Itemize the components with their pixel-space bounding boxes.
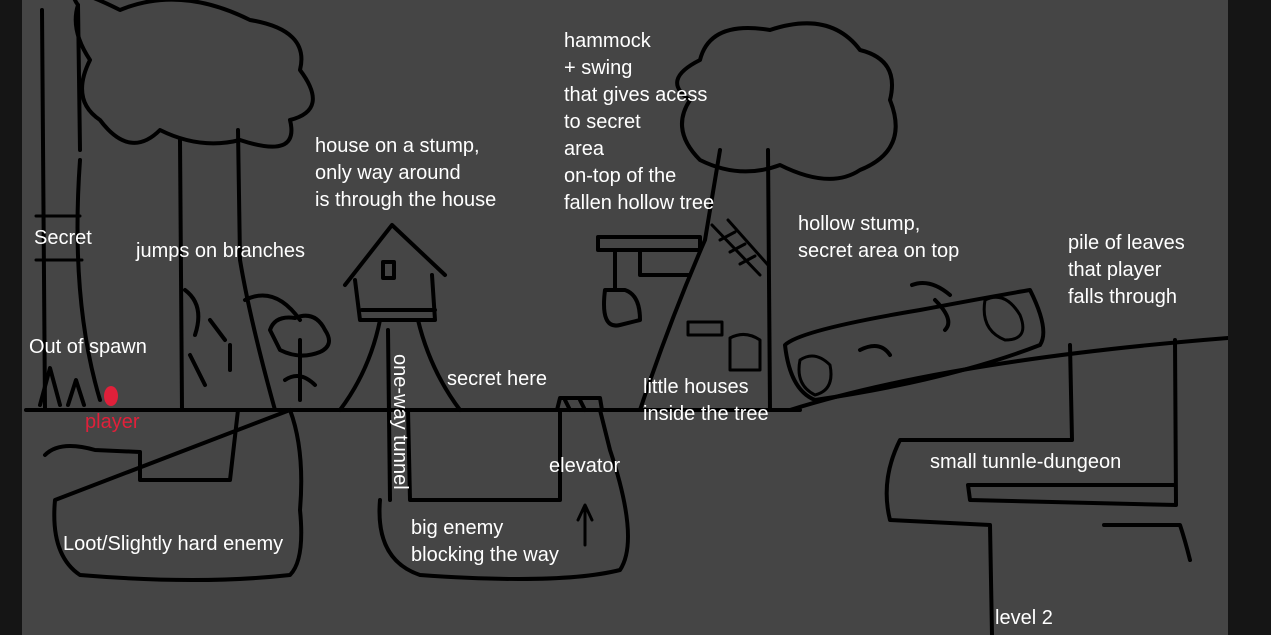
label-hammock: hammock + swing that gives acess to secr… <box>564 28 714 217</box>
big-tree-branches <box>185 290 300 385</box>
label-elevator: elevator <box>549 453 620 480</box>
leaves-pit <box>887 340 1190 635</box>
label-one-way-tunnel: one-way tunnel <box>386 354 413 490</box>
label-secret-here: secret here <box>447 366 547 393</box>
label-little-houses: little houses inside the tree <box>643 374 769 428</box>
label-secret: Secret <box>34 225 92 252</box>
player-marker <box>102 384 120 408</box>
label-level-2: level 2 <box>995 605 1053 632</box>
label-house-stump: house on a stump, only way around is thr… <box>315 133 496 214</box>
label-player: player <box>85 409 139 436</box>
sketch-canvas: hammock + swing that gives acess to secr… <box>22 0 1228 635</box>
elevator-platform <box>557 398 602 410</box>
big-tree-trunk <box>180 130 275 410</box>
hill-slope <box>790 338 1228 410</box>
big-tree-canopy <box>74 0 313 147</box>
ladder <box>712 220 768 275</box>
label-loot: Loot/Slightly hard enemy <box>63 531 283 558</box>
label-big-enemy: big enemy blocking the way <box>411 515 559 569</box>
label-pile-of-leaves: pile of leaves that player falls through <box>1068 230 1185 311</box>
label-hollow-stump: hollow stump, secret area on top <box>798 211 959 265</box>
tree-houses <box>688 322 760 370</box>
hammock <box>598 237 700 326</box>
label-out-of-spawn: Out of spawn <box>29 334 147 361</box>
elevator-arrow <box>578 505 592 545</box>
label-small-dungeon: small tunnle-dungeon <box>930 449 1121 476</box>
bush <box>270 316 329 400</box>
tunnel <box>388 330 560 500</box>
label-jumps-on-branches: jumps on branches <box>136 238 305 265</box>
